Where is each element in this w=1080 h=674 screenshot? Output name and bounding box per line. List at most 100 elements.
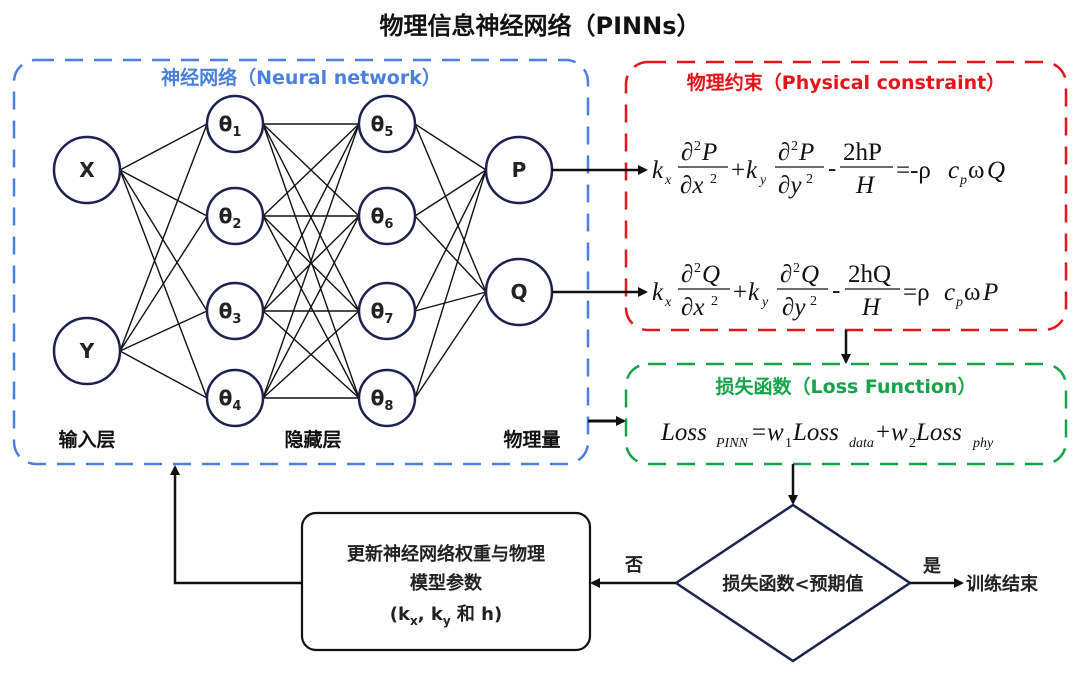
node-q: Q — [484, 257, 554, 327]
edge-hidden2-1-to-output-1 — [414, 215, 487, 293]
svg-text:2hQ: 2hQ — [848, 261, 891, 288]
svg-text:P: P — [701, 139, 717, 166]
svg-text:-: - — [832, 277, 840, 304]
node-y: Y — [52, 316, 122, 386]
svg-text:phy: phy — [972, 436, 994, 451]
hidden-layer-label: 隐藏层 — [284, 428, 341, 451]
svg-text:Loss: Loss — [660, 419, 707, 446]
svg-text:x: x — [664, 295, 672, 310]
svg-text:=: = — [752, 419, 766, 446]
node-theta3: θ3 — [205, 281, 265, 341]
svg-text:Q: Q — [801, 261, 819, 288]
node-theta2: θ2 — [205, 186, 265, 246]
network-edges — [119, 123, 487, 399]
svg-text:-: - — [828, 155, 836, 182]
node-label: Q — [510, 280, 527, 304]
svg-text:Loss: Loss — [915, 419, 962, 446]
edge-hidden2-2-to-output-1 — [414, 291, 487, 312]
node-label: Y — [79, 339, 95, 363]
neural-network-heading: 神经网络（Neural network） — [161, 66, 441, 89]
svg-text:2: 2 — [694, 139, 701, 154]
svg-text:=ρ: =ρ — [903, 279, 930, 306]
node-label: P — [512, 158, 527, 182]
svg-text:2: 2 — [711, 294, 718, 309]
node-theta7: θ7 — [357, 281, 417, 341]
svg-text:∂x: ∂x — [681, 294, 704, 321]
svg-text:∂: ∂ — [780, 261, 792, 288]
svg-text:ω: ω — [968, 157, 984, 184]
svg-text:2: 2 — [806, 172, 813, 187]
update-parameters-box — [300, 511, 592, 652]
edge-hidden1-3-to-hidden2-0 — [262, 123, 360, 399]
physical-constraint-heading: 物理约束（Physical constraint） — [687, 71, 1005, 94]
svg-text:H: H — [855, 172, 876, 199]
svg-text:Loss: Loss — [792, 419, 839, 446]
edge-hidden1-3-to-hidden2-2 — [262, 310, 360, 399]
svg-text:data: data — [849, 436, 874, 451]
yes-label: 是 — [922, 556, 941, 577]
svg-text:Q: Q — [987, 157, 1005, 184]
svg-text:+: + — [876, 419, 890, 446]
svg-text:y: y — [758, 173, 767, 188]
svg-text:2: 2 — [694, 261, 701, 276]
edge-hidden2-3-to-output-1 — [414, 291, 487, 399]
svg-text:+: + — [733, 279, 747, 306]
svg-text:c: c — [948, 157, 959, 184]
svg-text:∂x: ∂x — [680, 172, 703, 199]
update-line-1: 更新神经网络权重与物理 — [347, 543, 545, 565]
svg-text:ω: ω — [964, 279, 980, 306]
svg-text:y: y — [760, 295, 769, 310]
node-p: P — [484, 135, 554, 205]
node-theta5: θ5 — [357, 94, 417, 154]
svg-text:c: c — [944, 279, 955, 306]
svg-text:+: + — [731, 157, 745, 184]
edge-hidden1-2-to-hidden2-1 — [262, 215, 360, 312]
svg-text:PINN: PINN — [715, 436, 749, 451]
edge-hidden2-2-to-output-0 — [414, 169, 487, 312]
svg-text:k: k — [652, 279, 664, 306]
svg-text:=-ρ: =-ρ — [896, 157, 931, 184]
svg-text:k: k — [652, 157, 664, 184]
update-line-3: (kx, ky 和 h) — [390, 604, 502, 628]
edge-input-1-to-hidden1-2 — [119, 310, 208, 352]
node-theta6: θ6 — [357, 186, 417, 246]
edge-input-1-to-hidden1-0 — [119, 123, 208, 352]
no-label: 否 — [624, 555, 643, 576]
arrow-feedback-to-network — [170, 465, 302, 585]
svg-text:∂: ∂ — [681, 261, 693, 288]
svg-text:Q: Q — [702, 261, 720, 288]
svg-text:∂y: ∂y — [778, 172, 802, 199]
edge-input-1-to-hidden1-1 — [119, 215, 208, 352]
svg-text:p: p — [955, 295, 963, 310]
svg-text:2: 2 — [710, 172, 717, 187]
edge-input-0-to-hidden1-2 — [119, 169, 208, 312]
node-x: X — [52, 135, 122, 205]
svg-text:1: 1 — [785, 436, 792, 451]
loss-function-heading: 损失函数（Loss Function） — [716, 375, 977, 398]
edge-hidden1-1-to-hidden2-0 — [262, 123, 360, 217]
edge-hidden1-3-to-hidden2-1 — [262, 215, 360, 399]
svg-text:2hP: 2hP — [843, 139, 882, 166]
update-line-2: 模型参数 — [410, 572, 483, 594]
edge-input-0-to-hidden1-1 — [119, 169, 208, 217]
node-theta8: θ8 — [357, 368, 417, 428]
svg-text:∂: ∂ — [681, 139, 693, 166]
svg-text:2: 2 — [791, 139, 798, 154]
svg-text:∂y: ∂y — [782, 294, 806, 321]
node-label: X — [79, 158, 95, 182]
svg-text:H: H — [861, 294, 882, 321]
node-theta1: θ1 — [205, 94, 265, 154]
loss-equation: Loss PINN = w 1 Loss data + w 2 Loss phy — [660, 419, 994, 451]
svg-text:2: 2 — [793, 261, 800, 276]
edge-hidden2-0-to-output-0 — [414, 123, 487, 171]
svg-text:P: P — [798, 139, 814, 166]
svg-text:∂: ∂ — [778, 139, 790, 166]
edge-input-1-to-hidden1-3 — [119, 350, 208, 399]
svg-text:k: k — [746, 157, 758, 184]
svg-text:P: P — [982, 279, 998, 306]
svg-text:w: w — [767, 419, 784, 446]
svg-text:p: p — [959, 173, 967, 188]
edge-hidden1-2-to-hidden2-0 — [262, 123, 360, 312]
